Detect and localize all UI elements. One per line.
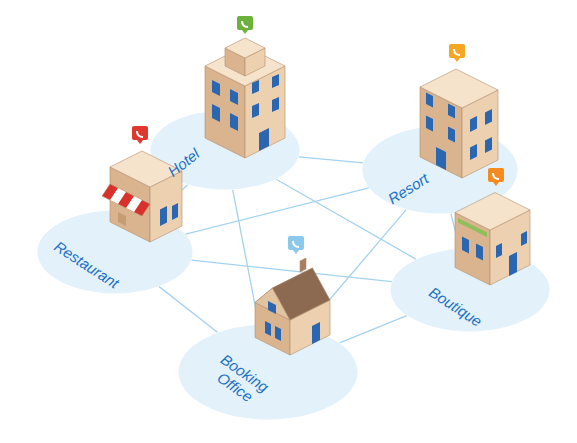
phone-marker [132,126,148,144]
connector-line [186,188,369,234]
resort-building [420,69,498,178]
connector-line [340,316,407,343]
phone-marker [237,16,253,34]
connector-line [186,188,369,234]
connector-line [299,157,363,163]
booking-office-building [255,258,330,355]
phone-marker [449,44,465,62]
connector-line [159,287,217,333]
connector-line [340,316,407,343]
connector-line [299,157,363,163]
boutique-building [455,193,530,286]
hotel-building [205,38,285,158]
phone-marker [288,236,304,254]
connector-line [159,287,217,333]
phone-marker [488,168,504,186]
restaurant-building [102,151,182,242]
